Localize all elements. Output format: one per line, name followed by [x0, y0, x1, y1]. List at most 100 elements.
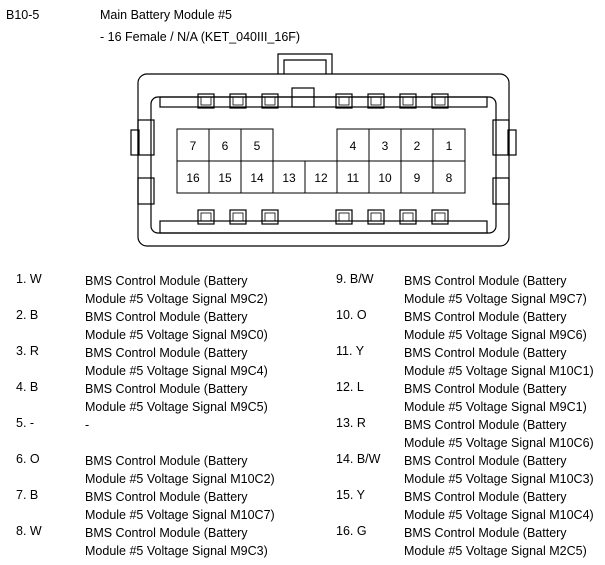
- pin-number: 7. B: [16, 488, 39, 502]
- pin-number: 6. O: [16, 452, 40, 466]
- locking-tooth: [335, 93, 353, 109]
- pin-description-line1: BMS Control Module (Battery: [404, 526, 567, 540]
- pin-description-line1: BMS Control Module (Battery: [85, 490, 248, 504]
- pin-cavity-number: 12: [314, 171, 328, 185]
- pin-cavity: [176, 128, 210, 162]
- pin-description-line1: BMS Control Module (Battery: [85, 382, 248, 396]
- pin-number: 8. W: [16, 524, 42, 538]
- locking-tooth: [197, 93, 215, 109]
- pin-description-line1: BMS Control Module (Battery: [85, 454, 248, 468]
- locking-tooth-inner: [402, 96, 414, 106]
- pin-description-line1: -: [85, 418, 90, 432]
- bottom-locking-teeth: [197, 209, 449, 225]
- pin-cavity-number: 14: [250, 171, 264, 185]
- locking-tooth-inner: [434, 96, 446, 106]
- pin-description-line1: BMS Control Module (Battery: [404, 490, 567, 504]
- pin-cavity: [240, 128, 274, 162]
- pin-description-line2: Module #5 Voltage Signal M10C6): [404, 436, 594, 450]
- connector-title: Main Battery Module #5: [100, 8, 233, 22]
- locking-tooth-inner: [264, 96, 276, 106]
- locking-tooth: [367, 209, 385, 225]
- locking-tooth: [367, 93, 385, 109]
- pin-cavity: [304, 160, 338, 194]
- pin-cavity-number: 16: [186, 171, 200, 185]
- locking-tooth: [197, 209, 215, 225]
- locking-tooth: [261, 209, 279, 225]
- locking-tooth-inner: [338, 96, 350, 106]
- locking-tooth-inner: [338, 212, 350, 222]
- pin-description-line1: BMS Control Module (Battery: [85, 274, 248, 288]
- pin-cavity-number: 5: [254, 139, 261, 153]
- pin-description-line1: BMS Control Module (Battery: [404, 418, 567, 432]
- pin-entry: 5. - -: [16, 414, 316, 450]
- pin-description: -: [85, 416, 89, 434]
- pin-number: 12. L: [336, 380, 364, 394]
- locking-tooth-inner: [434, 212, 446, 222]
- top-locking-teeth: [197, 93, 449, 109]
- locking-tooth: [431, 209, 449, 225]
- pin-description-line2: Module #5 Voltage Signal M9C2): [85, 292, 268, 306]
- pin-cavity: [208, 160, 242, 194]
- pin-number: 3. R: [16, 344, 39, 358]
- pin-cavity: [272, 160, 306, 194]
- pin-description-line1: BMS Control Module (Battery: [85, 310, 248, 324]
- pin-description-line2: Module #5 Voltage Signal M2C5): [404, 544, 587, 558]
- pin-cavity-number: 3: [382, 139, 389, 153]
- pin-number: 15. Y: [336, 488, 365, 502]
- pin-number: 5. -: [16, 416, 35, 430]
- locking-tooth-inner: [370, 212, 382, 222]
- locking-tooth-inner: [370, 96, 382, 106]
- pin-cavity-number: 8: [446, 171, 453, 185]
- pin-description-line1: BMS Control Module (Battery: [404, 382, 567, 396]
- pin-cavity-number: 15: [218, 171, 232, 185]
- locking-tooth-inner: [200, 96, 212, 106]
- pin-description-line2: Module #5 Voltage Signal M9C5): [85, 400, 268, 414]
- pin-description-line1: BMS Control Module (Battery: [85, 526, 248, 540]
- pin-cavity: [400, 160, 434, 194]
- locking-tooth-inner: [232, 96, 244, 106]
- pin-cavity-number: 2: [414, 139, 421, 153]
- pin-cavity-number: 10: [378, 171, 392, 185]
- locking-tooth: [399, 93, 417, 109]
- pin-number: 9. B/W: [336, 272, 374, 286]
- pin-description-line1: BMS Control Module (Battery: [404, 274, 567, 288]
- pin-number: 14. B/W: [336, 452, 381, 466]
- pin-description-line1: BMS Control Module (Battery: [404, 346, 567, 360]
- pin-cavity-number: 13: [282, 171, 296, 185]
- pin-cavity-number: 1: [446, 139, 453, 153]
- pin-description-line2: Module #5 Voltage Signal M10C7): [85, 508, 275, 522]
- pin-description-line2: Module #5 Voltage Signal M9C3): [85, 544, 268, 558]
- connector-code: B10-5: [6, 8, 40, 22]
- pin-description-line1: BMS Control Module (Battery: [404, 310, 567, 324]
- locking-tooth-inner: [200, 212, 212, 222]
- connector-housing: [130, 53, 517, 247]
- locking-tooth: [399, 209, 417, 225]
